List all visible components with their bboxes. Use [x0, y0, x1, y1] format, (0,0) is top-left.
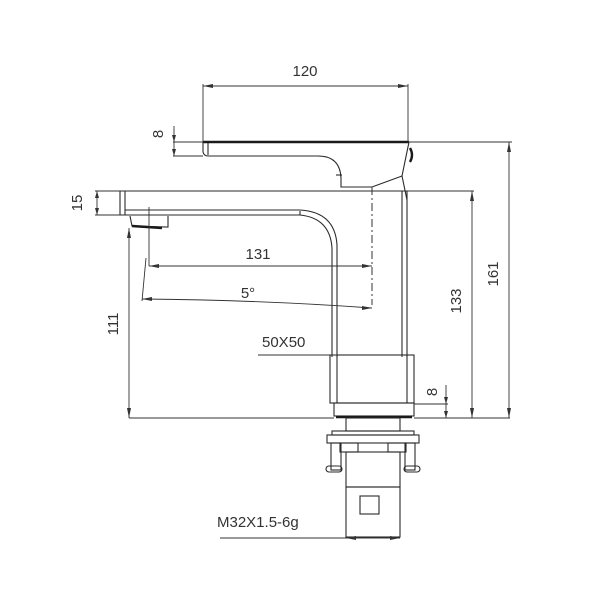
dim-spout-height: 111	[105, 228, 334, 419]
dim-spout-reach: 131	[148, 207, 372, 268]
faucet-body	[329, 191, 415, 419]
mounting-hardware	[325, 417, 421, 538]
faucet-handle	[202, 140, 414, 201]
dim-spout-angle: 5°	[141, 257, 373, 310]
faucet-spout	[97, 190, 409, 357]
dim-thread-spec: M32X1.5-6g	[217, 514, 400, 540]
dim-label-5deg: 5°	[241, 285, 255, 302]
dim-overall-height: 161	[409, 141, 512, 418]
dim-label-133: 133	[448, 288, 465, 313]
dim-body-height: 133	[407, 190, 510, 419]
dim-label-8-bottom: 8	[424, 388, 441, 396]
dim-base-plate-thickness: 8	[414, 385, 448, 418]
dim-label-50x50: 50X50	[262, 334, 305, 351]
dim-spout-thickness: 15	[69, 190, 120, 216]
dim-handle-length: 120	[202, 63, 409, 142]
dim-handle-thickness: 8	[150, 126, 203, 157]
dim-label-120: 120	[292, 63, 317, 80]
dim-label-thread: M32X1.5-6g	[217, 514, 299, 531]
dim-label-15: 15	[69, 195, 86, 212]
dim-label-8-top: 8	[150, 130, 167, 138]
dim-label-111: 111	[105, 313, 122, 336]
dim-label-161: 161	[485, 261, 502, 286]
dim-base-size: 50X50	[258, 334, 337, 356]
dim-label-131: 131	[245, 246, 270, 263]
